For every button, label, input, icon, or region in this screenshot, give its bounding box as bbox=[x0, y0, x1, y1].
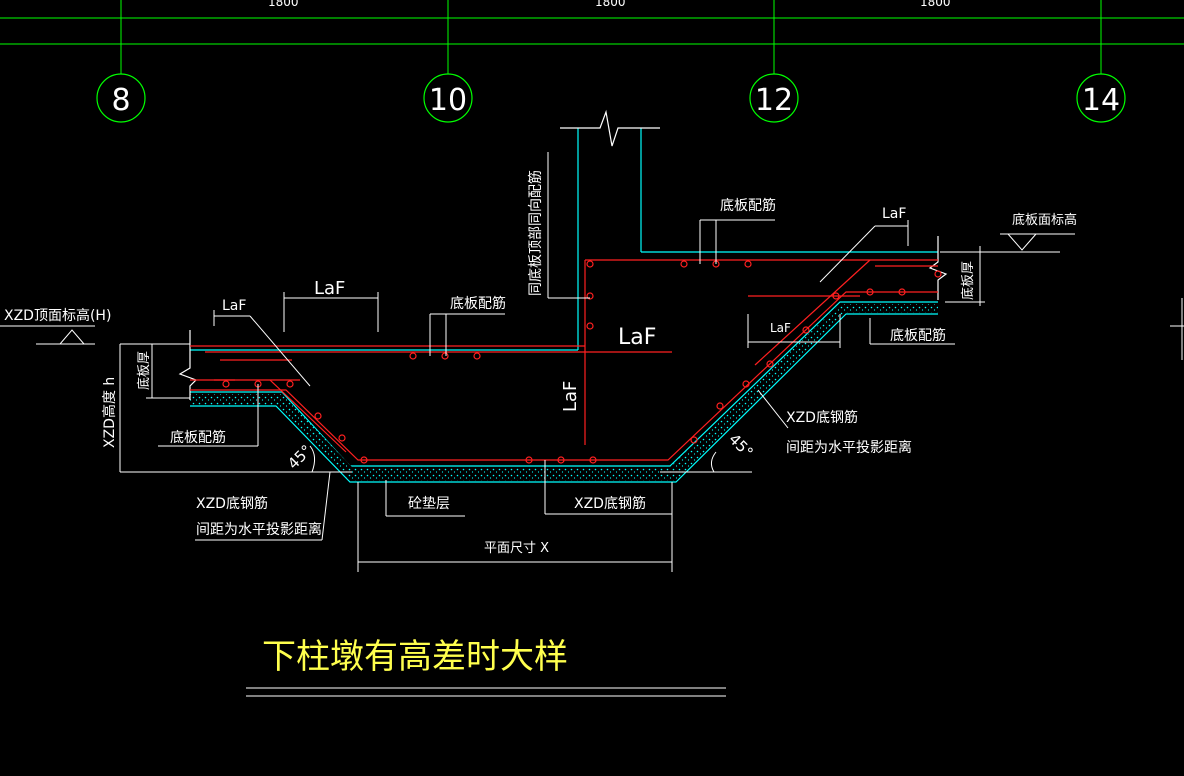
xzd-top-elev-label: XZD顶面标高(H) bbox=[4, 307, 111, 324]
drawing-title: 下柱墩有高差时大样 bbox=[262, 637, 568, 677]
angle-right-label: 45° bbox=[725, 430, 757, 462]
xzd-bottom-rebar-mid-label: XZD底钢筋 bbox=[574, 495, 646, 512]
axis-label-14: 14 bbox=[1082, 83, 1120, 118]
slab-thick-right-label: 底板厚 bbox=[960, 261, 976, 300]
break-symbols bbox=[178, 109, 948, 400]
axis-bubble-14: 14 bbox=[1076, 73, 1126, 123]
title-underline bbox=[246, 687, 726, 697]
axis-bubble-12: 12 bbox=[749, 73, 799, 123]
xzd-spacing-right-label: 间距为水平投影距离 bbox=[786, 439, 912, 456]
axis-label-8: 8 bbox=[111, 83, 130, 118]
slab-rebar-bottom-left-label: 底板配筋 bbox=[170, 429, 226, 446]
rebar-dots bbox=[222, 260, 942, 464]
slab-rebar-bottom-right-label: 底板配筋 bbox=[890, 327, 946, 344]
cushion-label: 砼垫层 bbox=[408, 496, 450, 512]
laf-left-small-label: LaF bbox=[222, 298, 246, 314]
span-labels: 1800 1800 1800 bbox=[268, 0, 951, 9]
axis-label-10: 10 bbox=[429, 83, 467, 118]
axis-dimension-lines bbox=[0, 0, 1184, 74]
slab-rebar-top-right-label: 底板配筋 bbox=[720, 197, 776, 214]
axis-bubble-8: 8 bbox=[96, 73, 146, 123]
xzd-bottom-rebar-left-label: XZD底钢筋 bbox=[196, 495, 268, 512]
span-label-2: 1800 bbox=[595, 0, 626, 9]
angle-left-label: 45° bbox=[284, 441, 316, 473]
slab-thick-left-label: 底板厚 bbox=[136, 351, 152, 390]
axis-label-12: 12 bbox=[755, 83, 793, 118]
laf-vertical-label: LaF bbox=[560, 381, 581, 412]
annotations: XZD顶面标高(H) XZD高度 h 底板厚 LaF LaF 底板配筋 底板配筋… bbox=[4, 170, 1077, 556]
dimension-and-leader-lines bbox=[0, 152, 1184, 572]
vertical-note-label: 同底板顶部同向配筋 bbox=[527, 170, 544, 296]
laf-left-big-label: LaF bbox=[314, 278, 345, 299]
xzd-bottom-rebar-right-label: XZD底钢筋 bbox=[786, 409, 858, 426]
concrete-outline bbox=[190, 128, 938, 483]
xzd-spacing-left-label: 间距为水平投影距离 bbox=[196, 521, 322, 538]
span-label-3: 1800 bbox=[920, 0, 951, 9]
slab-top-elev-right-label: 底板面标高 bbox=[1012, 212, 1077, 228]
plan-size-label: 平面尺寸 X bbox=[484, 541, 549, 556]
slab-rebar-top-left-label: 底板配筋 bbox=[450, 295, 506, 312]
xzd-height-label: XZD高度 h bbox=[101, 377, 118, 448]
laf-right-small-label: LaF bbox=[882, 206, 906, 222]
span-label-1: 1800 bbox=[268, 0, 299, 9]
laf-center-label: LaF bbox=[618, 325, 656, 350]
axis-bubble-10: 10 bbox=[423, 73, 473, 123]
rebar-lines bbox=[190, 259, 938, 461]
laf-right-dim-label: LaF bbox=[770, 321, 791, 335]
